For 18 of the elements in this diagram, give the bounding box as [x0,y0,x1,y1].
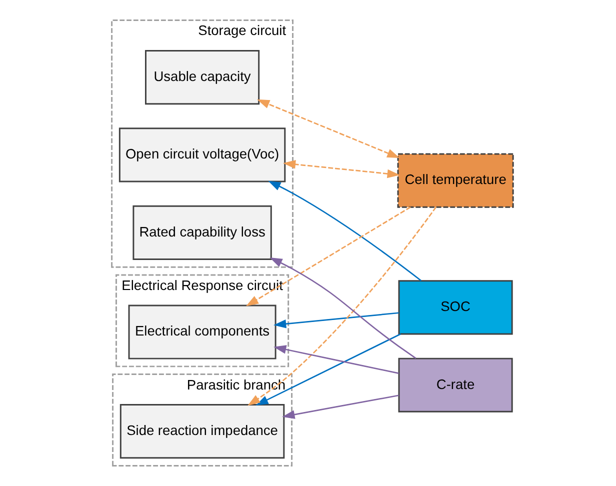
arrow [269,257,416,359]
node-box: Rated capability loss [132,205,272,260]
node-box: Usable capacity [144,50,260,105]
node-box: SOC [398,280,512,335]
arrow [273,345,398,374]
arrow [255,333,400,406]
arrow [282,160,400,178]
arrow [247,206,436,406]
arrow [268,180,422,282]
node-box: Cell temperature [396,153,514,208]
node-box: C-rate [398,358,512,412]
node-box: Electrical components [128,304,276,360]
arrow [245,206,410,306]
arrow [273,312,398,328]
node-box: Side reaction impedance [119,404,284,459]
arrow [282,394,398,419]
arrow [256,99,400,158]
node-box: Open circuit voltage(Voc) [118,128,286,182]
